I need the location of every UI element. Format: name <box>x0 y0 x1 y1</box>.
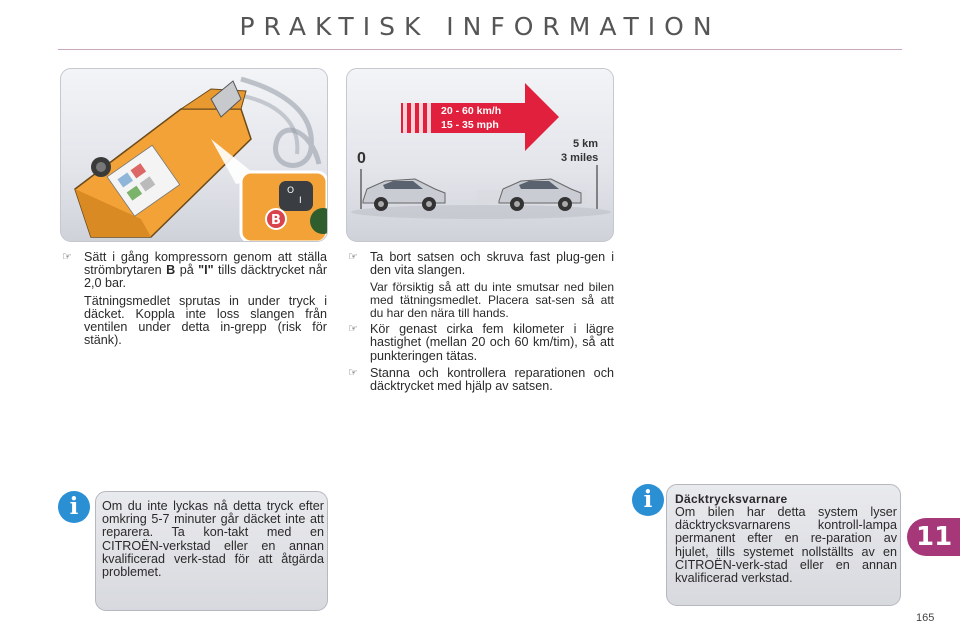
speed-kmh: 20 - 60 km/h <box>441 105 501 117</box>
page-title: PRAKTISK INFORMATION <box>239 12 721 41</box>
pointing-hand-icon: ☞ <box>62 251 72 263</box>
instruction-paragraph: Var försiktig så att du inte smutsar ned… <box>370 280 614 320</box>
info-box-text: Om du inte lyckas nå detta tryck efter o… <box>102 499 324 580</box>
instruction-step: ☞ Sätt i gång kompressorn genom att stäl… <box>62 250 328 291</box>
instruction-step: ☞ Kör genast cirka fem kilometer i lägre… <box>348 322 614 363</box>
page-number: 165 <box>916 612 935 624</box>
instruction-step: ☞ Stanna och kontrollera reparationen oc… <box>348 365 614 393</box>
drive-distance-illustration: 20 - 60 km/h 15 - 35 mph 0 5 km 3 miles <box>346 68 614 242</box>
distance-miles: 3 miles <box>561 152 598 164</box>
compressor-illustration: O I B <box>60 68 328 242</box>
info-box-text: Om bilen har detta system lyser däcktryc… <box>675 505 897 586</box>
pointing-hand-icon: ☞ <box>348 323 358 336</box>
switch-mark-off: O <box>287 186 294 196</box>
switch-label-b: B <box>271 213 281 228</box>
car-moving <box>477 178 587 211</box>
start-label: 0 <box>357 150 366 167</box>
title-divider <box>58 49 902 50</box>
instructions-column-2: ☞ Ta bort satsen och skruva fast plug-ge… <box>348 250 614 397</box>
instructions-column-1: ☞ Sätt i gång kompressorn genom att stäl… <box>62 250 328 351</box>
distance-km: 5 km <box>573 138 598 150</box>
info-box-pressure: Om du inte lyckas nå detta tryck efter o… <box>95 491 328 611</box>
speed-mph: 15 - 35 mph <box>441 119 499 131</box>
instruction-step: ☞ Ta bort satsen och skruva fast plug-ge… <box>348 250 614 278</box>
switch-mark-on: I <box>299 196 302 206</box>
pointing-hand-icon: ☞ <box>348 251 358 263</box>
info-box-tpms: Däcktrycksvarnare Om bilen har detta sys… <box>666 484 901 606</box>
chapter-tab[interactable]: 11 <box>907 518 960 556</box>
info-icon: i <box>58 491 90 523</box>
info-box-heading: Däcktrycksvarnare <box>675 492 788 506</box>
instruction-paragraph: Tätningsmedlet sprutas in under tryck i … <box>84 293 327 348</box>
info-icon: i <box>632 484 664 516</box>
car-start <box>362 178 446 211</box>
pointing-hand-icon: ☞ <box>348 366 358 379</box>
